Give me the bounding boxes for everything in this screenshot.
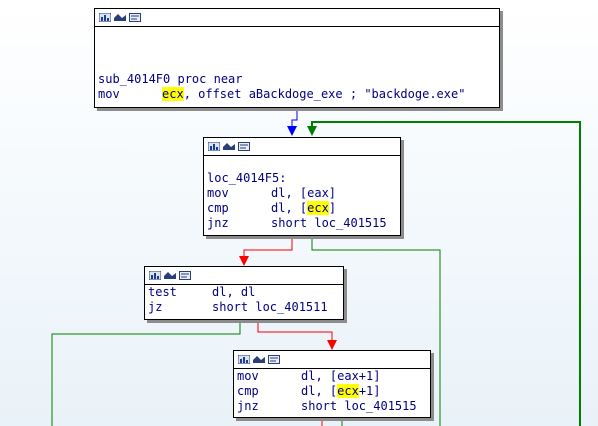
graph-icon[interactable] [99,13,111,22]
edge-unconditional-b1-b2 [291,108,298,128]
comment-icon[interactable] [179,271,191,280]
edge-true-b2-right [311,236,441,426]
instruction-line[interactable]: mov dl, [eax] [207,186,397,201]
operand-text: +1] [358,384,381,398]
operand-text: ] [328,201,337,215]
mnemonic: mov [98,87,120,101]
edge-true-b3-left [51,320,241,426]
mnemonic: test [148,285,177,299]
code-block-compare[interactable]: mov dl, [eax+1] cmp dl, [ecx+1] jnz short l… [233,350,431,418]
register-highlight[interactable]: ecx [307,201,329,215]
proc-label-line[interactable]: sub_4014F0 proc near [98,72,496,87]
comment-icon[interactable] [268,355,280,364]
block-header [204,138,400,156]
code-block-sub-4014f0[interactable]: sub_4014F0 proc near mov ecx, offset aBac… [94,8,500,108]
arrow-red-icon [239,256,249,266]
instruction-line[interactable]: cmp dl, [ecx] [207,201,397,216]
arrow-red-icon [327,340,337,350]
string-comment: "backdoge.exe" [364,87,466,101]
edge-loop-back [311,121,581,426]
register-highlight[interactable]: ecx [162,87,184,101]
instruction-line[interactable]: test dl, dl [148,285,340,300]
mnemonic: cmp [237,384,259,398]
graph-icon[interactable] [149,271,161,280]
register-highlight[interactable]: ecx [337,384,359,398]
comment-icon[interactable] [238,142,250,151]
block-header [95,9,499,27]
instruction-line[interactable]: mov ecx, offset aBackdoge_exe ; "backdoge… [98,87,496,102]
comment-icon[interactable] [129,13,141,22]
mnemonic: jz [148,300,163,314]
edge-false-b3-b4 [257,320,333,342]
proc-label[interactable]: sub_4014F0 proc near [98,72,243,86]
instruction-line[interactable]: jnz short loc_401515 [237,399,427,414]
code-block-test[interactable]: test dl, dl jz short loc_401511 [144,266,344,320]
operand-text: dl, [ [271,201,308,215]
arrow-blue-icon [287,126,297,136]
instruction-line[interactable]: mov dl, [eax+1] [237,369,427,384]
graph-icon[interactable] [238,355,250,364]
operands: dl, [eax+1] [301,369,381,383]
arrow-green-icon [307,126,317,136]
operand-text: , offset aBackdoge_exe ; [183,87,365,101]
edit-icon[interactable] [164,271,176,280]
graph-icon[interactable] [208,142,220,151]
jump-target[interactable]: short loc_401511 [212,300,328,314]
mnemonic: mov [207,186,229,200]
jump-target[interactable]: short loc_401515 [301,399,417,413]
block-header [145,267,343,285]
edit-icon[interactable] [253,355,265,364]
edit-icon[interactable] [223,142,235,151]
mnemonic: mov [237,369,259,383]
code-block-loc-4014f5[interactable]: loc_4014F5: mov dl, [eax] cmp dl, [ecx] jn… [203,137,401,236]
mnemonic: cmp [207,201,229,215]
block-header [234,351,430,369]
mnemonic: jnz [207,216,229,230]
operands: dl, dl [212,285,256,299]
jump-target[interactable]: short loc_401515 [271,216,387,230]
operand-text: dl, [ [301,384,338,398]
loc-label[interactable]: loc_4014F5: [207,171,287,185]
loc-label-line[interactable]: loc_4014F5: [207,171,397,186]
operands: dl, [eax] [271,186,337,200]
edge-false-b2-b3 [243,236,293,258]
instruction-line[interactable]: jnz short loc_401515 [207,216,397,231]
edit-icon[interactable] [114,13,126,22]
instruction-line[interactable]: cmp dl, [ecx+1] [237,384,427,399]
instruction-line[interactable]: jz short loc_401511 [148,300,340,315]
mnemonic: jnz [237,399,259,413]
